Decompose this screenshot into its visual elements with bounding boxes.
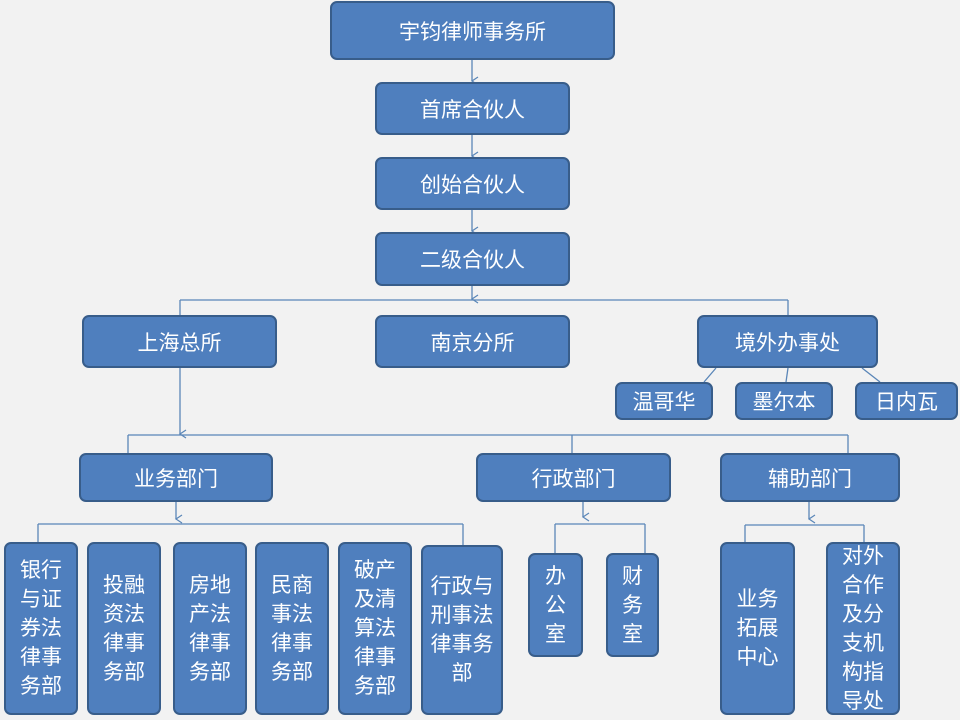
second-partner-node: 二级合伙人	[375, 232, 570, 286]
connector-overseas-geneva	[861, 367, 881, 383]
finance-node: 财务室	[606, 553, 659, 657]
root-node: 宇钧律师事务所	[330, 1, 615, 60]
business-dept-node: 业务部门	[79, 453, 273, 502]
office-node: 办公室	[528, 553, 583, 657]
external-coop-node: 对外合作及分支机构指导处	[826, 542, 900, 715]
unit-admin-criminal-node: 行政与刑事法律事务部	[421, 545, 503, 715]
vancouver-node: 温哥华	[615, 382, 713, 420]
overseas-node: 境外办事处	[697, 315, 878, 368]
geneva-node: 日内瓦	[855, 382, 958, 420]
support-dept-node: 辅助部门	[720, 453, 900, 502]
shanghai-node: 上海总所	[82, 315, 277, 368]
founding-partner-node: 创始合伙人	[375, 157, 570, 210]
unit-real-estate-node: 房地产法律事务部	[173, 542, 247, 715]
admin-dept-node: 行政部门	[476, 453, 671, 502]
biz-dev-center-node: 业务拓展中心	[720, 542, 795, 715]
chief-partner-node: 首席合伙人	[375, 82, 570, 135]
nanjing-node: 南京分所	[375, 315, 570, 368]
unit-bank-securities-node: 银行与证券法律事务部	[4, 542, 78, 715]
connector-overseas-melbourne	[785, 367, 789, 383]
unit-bankruptcy-node: 破产及清算法律事务部	[338, 542, 412, 715]
unit-civil-commercial-node: 民商事法律事务部	[255, 542, 329, 715]
connector-overseas-vancouver	[703, 367, 717, 383]
unit-investment-node: 投融资法律事务部	[87, 542, 161, 715]
melbourne-node: 墨尔本	[735, 382, 833, 420]
